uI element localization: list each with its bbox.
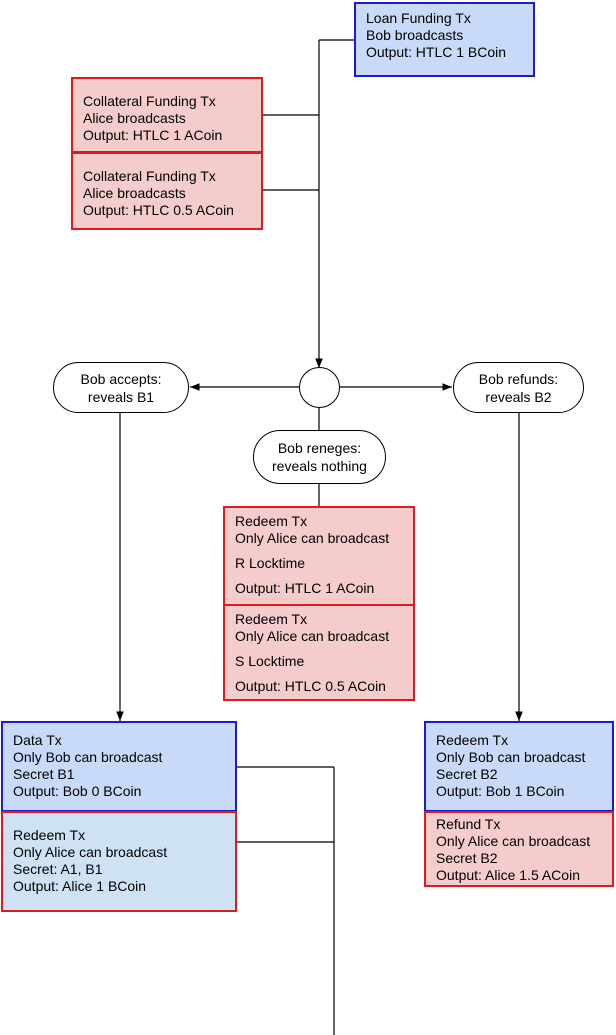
data-tx-secret: Secret B1: [13, 766, 75, 782]
bob-reneges-node: Bob reneges: reveals nothing: [253, 430, 386, 484]
collateral-1-actor: Alice broadcasts: [83, 110, 186, 126]
data-tx-box: Data Tx Only Bob can broadcast Secret B1…: [1, 721, 237, 812]
refund-tx-output: Output: Alice 1.5 ACoin: [436, 867, 580, 883]
loan-funding-output: Output: HTLC 1 BCoin: [366, 44, 507, 60]
bob-accepts-node: Bob accepts: reveals B1: [53, 362, 189, 413]
collateral-2-title: Collateral Funding Tx: [83, 168, 216, 184]
redeem-bob-title: Redeem Tx: [436, 732, 509, 748]
redeem-r-output: Output: HTLC 1 ACoin: [235, 580, 375, 596]
redeem-alice-actor: Only Alice can broadcast: [13, 844, 168, 860]
redeem-alice-title: Redeem Tx: [13, 827, 86, 843]
data-tx-title: Data Tx: [13, 732, 62, 748]
collateral-1-output: Output: HTLC 1 ACoin: [83, 127, 223, 143]
redeem-tx-s-locktime-box: Redeem Tx Only Alice can broadcast S Loc…: [223, 604, 415, 701]
data-tx-output: Output: Bob 0 BCoin: [13, 783, 142, 799]
loan-funding-tx-box: Loan Funding Tx Bob broadcasts Output: H…: [354, 2, 535, 77]
loan-funding-actor: Bob broadcasts: [366, 27, 464, 43]
redeem-s-title: Redeem Tx: [235, 611, 308, 627]
collateral-1-title: Collateral Funding Tx: [83, 93, 216, 109]
collateral-funding-tx-2-box: Collateral Funding Tx Alice broadcasts O…: [71, 152, 263, 230]
bob-refunds-line2: reveals B2: [485, 388, 552, 405]
bob-refunds-line1: Bob refunds:: [478, 370, 559, 387]
bob-accepts-line1: Bob accepts:: [80, 370, 162, 387]
refund-tx-title: Refund Tx: [436, 816, 501, 832]
collateral-funding-tx-1-box: Collateral Funding Tx Alice broadcasts O…: [71, 77, 263, 153]
redeem-s-output: Output: HTLC 0.5 ACoin: [235, 678, 386, 694]
data-tx-actor: Only Bob can broadcast: [13, 749, 163, 765]
redeem-tx-alice-box: Redeem Tx Only Alice can broadcast Secre…: [1, 811, 237, 912]
redeem-s-actor: Only Alice can broadcast: [235, 628, 390, 644]
redeem-tx-r-locktime-box: Redeem Tx Only Alice can broadcast R Loc…: [223, 506, 415, 606]
redeem-bob-actor: Only Bob can broadcast: [436, 749, 586, 765]
refund-tx-secret: Secret B2: [436, 850, 498, 866]
redeem-r-title: Redeem Tx: [235, 513, 308, 529]
bob-reneges-line2: reveals nothing: [272, 458, 367, 474]
bob-accepts-line2: reveals B1: [87, 388, 155, 405]
redeem-r-locktime: R Locktime: [235, 555, 306, 571]
decision-node: [299, 367, 340, 408]
collateral-2-actor: Alice broadcasts: [83, 185, 186, 201]
refund-tx-box: Refund Tx Only Alice can broadcast Secre…: [424, 811, 614, 887]
redeem-alice-output: Output: Alice 1 BCoin: [13, 878, 147, 894]
redeem-bob-secret: Secret B2: [436, 766, 498, 782]
loan-funding-title: Loan Funding Tx: [366, 10, 471, 26]
collateral-2-output: Output: HTLC 0.5 ACoin: [83, 202, 234, 218]
refund-tx-actor: Only Alice can broadcast: [436, 833, 591, 849]
redeem-s-locktime: S Locktime: [235, 653, 305, 669]
redeem-r-actor: Only Alice can broadcast: [235, 530, 390, 546]
redeem-alice-secret: Secret: A1, B1: [13, 861, 103, 877]
redeem-bob-output: Output: Bob 1 BCoin: [436, 783, 565, 799]
bob-reneges-line1: Bob reneges:: [277, 440, 362, 456]
redeem-tx-bob-box: Redeem Tx Only Bob can broadcast Secret …: [424, 721, 614, 812]
bob-refunds-node: Bob refunds: reveals B2: [453, 362, 584, 413]
